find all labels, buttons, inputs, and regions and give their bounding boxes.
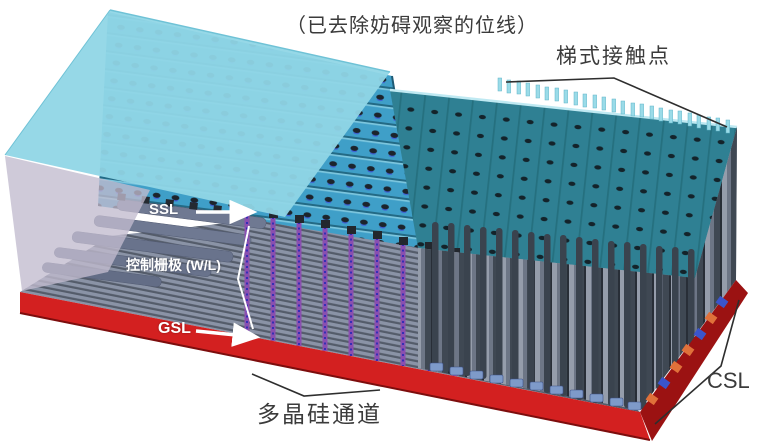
csl-callout-line <box>654 299 740 425</box>
substrate-side-face <box>640 280 748 441</box>
encapsulation-side-face <box>5 156 150 291</box>
staircase-contact-plane <box>389 88 738 280</box>
note-bitlines-removed: （已去除妨碍观察的位线） <box>286 15 538 37</box>
label-csl: CSL <box>707 368 750 393</box>
label-staircase-contact: 梯式接触点 <box>556 45 671 68</box>
white-annotations <box>195 199 261 347</box>
label-control-gate: 控制栅极 (W/L) <box>126 257 221 273</box>
staircase-contact-pillars <box>497 77 730 134</box>
poly-channel-callout-line <box>251 373 381 397</box>
substrate <box>19 280 748 441</box>
staircase-contact-callout-line <box>505 77 728 128</box>
label-gsl: GSL <box>158 320 191 337</box>
encapsulation-slab <box>4 9 391 291</box>
gsl-arrow <box>195 322 261 347</box>
csl-contacts <box>645 295 729 406</box>
pillar-bases <box>429 362 642 411</box>
callout-lines <box>251 77 740 425</box>
control-gate-bracket <box>236 225 254 330</box>
label-ssl: SSL <box>149 201 179 218</box>
substrate-front-face <box>20 292 650 440</box>
pillar-forest <box>418 127 737 411</box>
encapsulation-top-plane <box>5 10 390 217</box>
label-poly-channel: 多晶硅通道 <box>257 401 382 427</box>
